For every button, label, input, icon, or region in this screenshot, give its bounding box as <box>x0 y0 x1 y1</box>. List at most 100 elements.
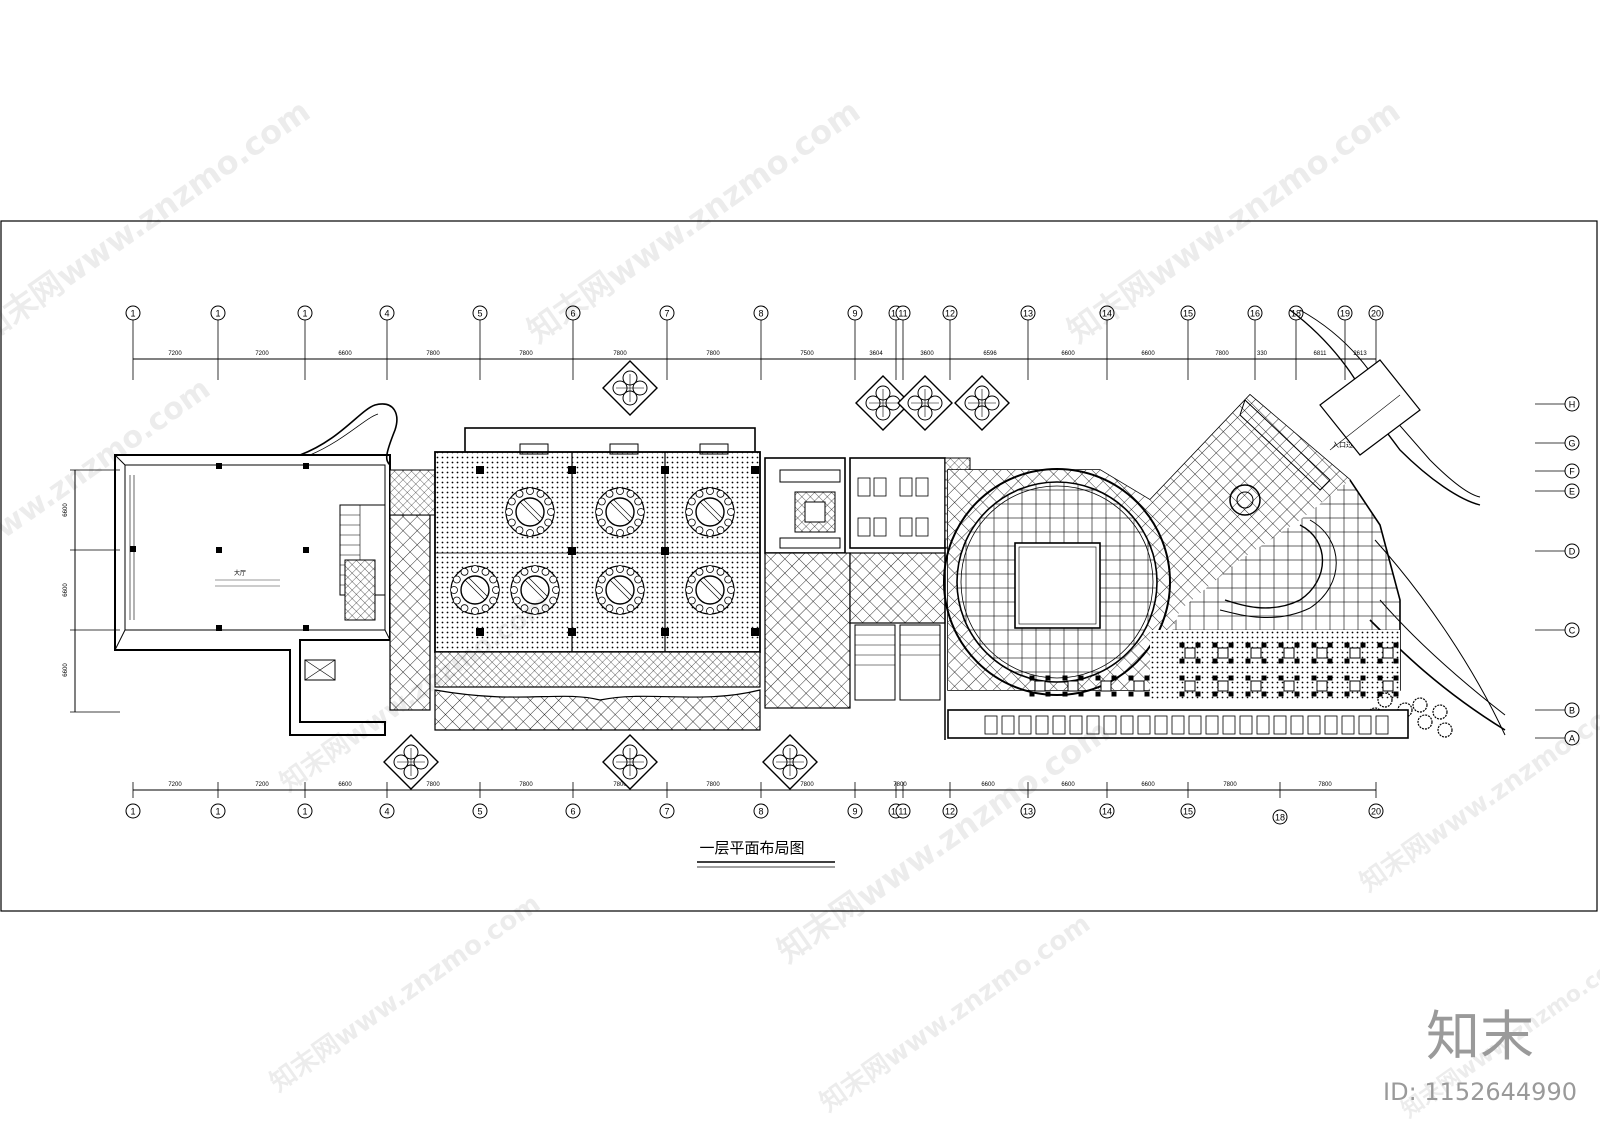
grid-label-top: 1 <box>302 309 307 319</box>
banquet-service-strip <box>434 651 761 688</box>
window-unit <box>1069 715 1083 735</box>
window-unit <box>1154 715 1168 735</box>
grid-dim-top: 6600 <box>1141 351 1155 357</box>
window-unit <box>1324 715 1338 735</box>
cafe-table <box>1245 675 1267 697</box>
grid-dim-top: 7800 <box>706 351 720 357</box>
grid-dim-bottom: 7800 <box>1223 782 1237 788</box>
plant <box>1437 722 1453 738</box>
cafe-table <box>1311 675 1333 697</box>
grid-label-top: 11 <box>898 309 907 319</box>
grid-axis-bottom: 1114567891011121314151820720072006600780… <box>125 782 1384 825</box>
round-table <box>685 487 735 537</box>
round-tables <box>450 487 735 615</box>
round-table <box>510 565 560 615</box>
grid-bubble-right <box>1564 622 1580 638</box>
grid-bubble-right <box>1564 396 1580 412</box>
grid-dim-bottom: 7800 <box>426 782 440 788</box>
window-unit <box>1273 715 1287 735</box>
cafe-table <box>1278 675 1300 697</box>
window-unit <box>1086 715 1100 735</box>
grid-label-bottom: 1 <box>215 807 220 817</box>
banquet-hall <box>434 427 761 653</box>
banquet-front-arc <box>434 689 761 731</box>
grid-bubble-bottom <box>1272 809 1288 825</box>
cafe-table <box>1212 675 1234 697</box>
grid-label-top: 9 <box>852 309 857 319</box>
grid-dim-bottom: 6600 <box>1061 782 1075 788</box>
grid-dim-top: 7800 <box>613 351 627 357</box>
plant <box>1417 714 1433 730</box>
entry-vestibule: 入口过厅 <box>1229 399 1360 516</box>
grid-dim-top: 6596 <box>983 351 997 357</box>
grid-dim-bottom: 7800 <box>1318 782 1332 788</box>
grid-label-right: D <box>1569 547 1576 557</box>
cafe-table <box>1377 642 1399 664</box>
window-unit <box>1307 715 1321 735</box>
window-unit <box>1222 715 1236 735</box>
grid-label-top: 7 <box>664 309 669 319</box>
round-table <box>595 487 645 537</box>
plant <box>1432 704 1448 720</box>
diamond-callouts <box>383 360 1010 790</box>
grid-bubble-right <box>1564 435 1580 451</box>
grid-dim-top: 3604 <box>869 351 883 357</box>
central-corridor <box>764 552 851 709</box>
round-table <box>505 487 555 537</box>
grid-dim-top: 7200 <box>255 351 269 357</box>
left-entry <box>389 469 436 516</box>
detail-callout <box>602 734 658 790</box>
grid-bubble-bottom <box>753 803 769 819</box>
detail-callout <box>383 734 439 790</box>
hall-label: 大厅 <box>234 569 246 577</box>
cafe-table <box>1029 675 1051 697</box>
grid-label-top: 8 <box>758 309 763 319</box>
grid-dim-top: 7200 <box>168 351 182 357</box>
cafe-tables <box>1029 642 1399 697</box>
window-unit <box>1052 715 1066 735</box>
grid-dim-left: 6600 <box>63 583 69 597</box>
left-stair-core <box>304 504 386 681</box>
grid-label-right: C <box>1569 626 1576 636</box>
grid-label-right: G <box>1568 439 1575 449</box>
window-unit <box>1120 715 1134 735</box>
grid-bubble-bottom <box>379 803 395 819</box>
cafe-table <box>1062 675 1084 697</box>
grid-bubble-bottom <box>210 803 226 819</box>
grid-label-top: 20 <box>1371 309 1381 319</box>
grid-bubble-right <box>1564 702 1580 718</box>
grid-dim-top: 7500 <box>800 351 814 357</box>
site-watermark: 知末网www.znzmo.com <box>0 371 217 613</box>
grid-label-bottom: 13 <box>1023 807 1033 817</box>
grid-label-bottom: 11 <box>898 807 907 817</box>
drawing-frame <box>0 220 1598 912</box>
grid-dim-bottom: 6600 <box>1141 782 1155 788</box>
cafe-table <box>1377 675 1399 697</box>
cafe-table <box>1179 642 1201 664</box>
grid-label-top: 18 <box>1291 309 1301 319</box>
cafe-table <box>1311 642 1333 664</box>
grid-dim-left: 6600 <box>63 663 69 677</box>
grid-label-bottom: 7 <box>664 807 669 817</box>
window-unit <box>1171 715 1185 735</box>
site-watermark: 知末网www.znzmo.com <box>265 889 546 1098</box>
grid-label-top: 6 <box>570 309 575 319</box>
window-unit <box>1341 715 1355 735</box>
grid-label-top: 1 <box>215 309 220 319</box>
grid-label-top: 14 <box>1102 309 1112 319</box>
grid-bubble-right <box>1564 483 1580 499</box>
image-id-watermark: ID: 1152644990 <box>1383 1078 1577 1106</box>
grid-axis-top: 1114567891011121314151618192072007200660… <box>125 305 1384 380</box>
grid-label-top: 4 <box>384 309 389 319</box>
window-unit <box>1239 715 1253 735</box>
drawing-title: 一层平面布局图 <box>699 839 804 857</box>
window-unit <box>1188 715 1202 735</box>
grid-label-right: B <box>1569 706 1575 716</box>
round-table <box>685 565 735 615</box>
curved-bar <box>1219 519 1337 618</box>
cafe-table <box>1179 675 1201 697</box>
grid-label-top: 1 <box>130 309 135 319</box>
window-unit <box>1290 715 1304 735</box>
grid-dim-bottom: 7800 <box>893 782 907 788</box>
